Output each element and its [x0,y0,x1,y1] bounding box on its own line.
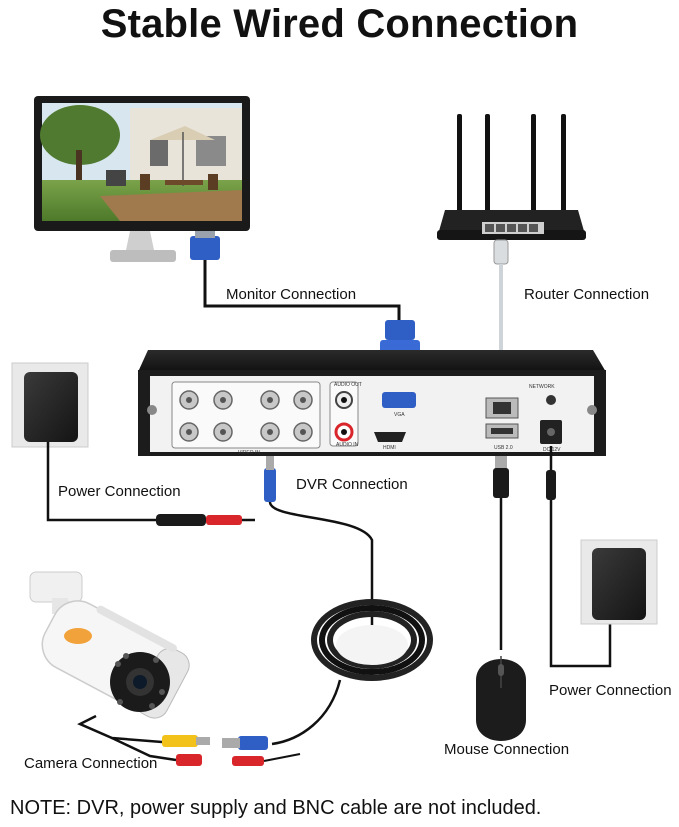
disclaimer-note: NOTE: DVR, power supply and BNC cable ar… [10,797,542,819]
dvr-vga-label: VGA [394,412,405,418]
router-icon [437,114,586,240]
bnc-cable [222,456,433,766]
router-connection-label: Router Connection [524,286,650,303]
dvr-audio-in-label: AUDIO IN [336,442,359,448]
dvr-network-label: NETWORK [529,384,555,390]
power-connection-left-label: Power Connection [58,483,181,500]
power-adapter-left-icon [11,362,255,526]
dvr-usb-label: USB 2.0 [494,445,513,451]
dvr-connection-label: DVR Connection [296,476,408,493]
mouse-icon [476,456,526,741]
mouse-connection-label: Mouse Connection [444,741,570,758]
dvr-recorder [138,350,606,456]
dvr-hdmi-label: HDMI [383,445,396,451]
camera-icon [29,571,210,766]
dvr-audio-out-label: AUDIO OUT [334,382,362,388]
camera-connection-label: Camera Connection [24,755,158,772]
monitor-icon [34,96,250,262]
power-connection-right-label: Power Connection [549,682,672,699]
monitor-connection-label: Monitor Connection [226,286,357,303]
page-title: Stable Wired Connection [100,2,579,46]
power-adapter-right-icon [546,446,658,668]
dvr-video-in-label: VIDEO IN [238,450,260,456]
